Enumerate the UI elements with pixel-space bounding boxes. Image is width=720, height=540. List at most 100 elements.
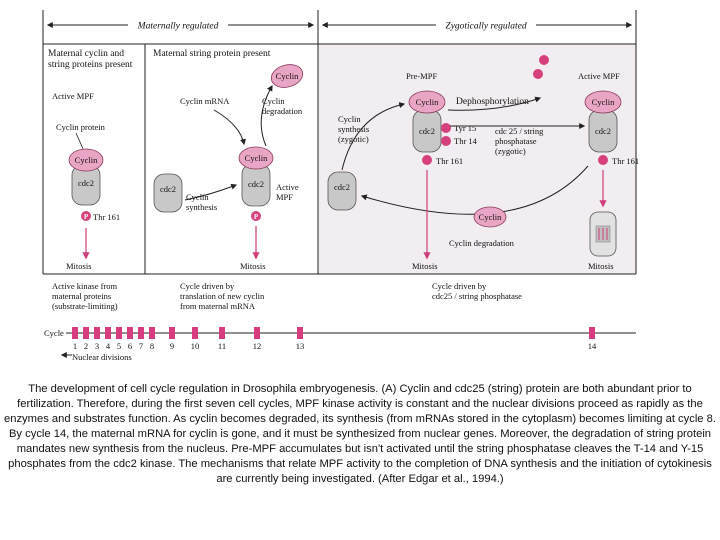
tyr15-label: Tyr 15	[454, 123, 476, 133]
svg-text:cdc2: cdc2	[334, 182, 350, 192]
cycle-number-11: 11	[218, 341, 226, 351]
cyclin-degrading-zygotic	[473, 206, 507, 228]
cycle-number-9: 9	[170, 341, 174, 351]
panel2-mitosis: Mitosis	[240, 261, 266, 271]
panel2-cyclin-mrna: Cyclin mRNA	[180, 96, 230, 106]
mitosis-left-zygotic: Mitosis	[412, 261, 438, 271]
svg-text:Cyclin: Cyclin	[479, 212, 502, 222]
cycle-tick-7	[138, 327, 144, 339]
svg-text:maternal proteins: maternal proteins	[52, 291, 111, 301]
released-phosphate	[533, 69, 543, 79]
svg-text:P: P	[254, 213, 259, 221]
svg-text:cdc2: cdc2	[248, 179, 264, 189]
cycle-tick-3	[94, 327, 100, 339]
cycle-tick-5	[116, 327, 122, 339]
cycle-number-3: 3	[95, 341, 99, 351]
cdc2-free	[153, 173, 183, 213]
panel2-active-mpf-2: MPF	[276, 192, 293, 202]
cycle-tick-12	[254, 327, 260, 339]
cycle-number-1: 1	[73, 341, 77, 351]
cyclin-degrading	[270, 64, 304, 88]
cycle-number-4: 4	[106, 341, 111, 351]
cdc25-line2: phosphatase	[495, 136, 537, 146]
active-mpf-right: Active MPF	[578, 71, 620, 81]
phosphate-tyr15	[441, 123, 451, 133]
header-maternal-label: Maternally regulated	[137, 22, 219, 32]
mitosis-right-zygotic: Mitosis	[588, 261, 614, 271]
panel-frame	[42, 10, 637, 275]
svg-text:cdc2: cdc2	[78, 178, 94, 188]
panel1-title-line1: Maternal cyclin and	[48, 49, 124, 59]
panel1-mitosis: Mitosis	[66, 261, 92, 271]
panel2-cyclin-synthesis-2: synthesis	[186, 202, 217, 212]
cdc25-line3: (zygotic)	[495, 146, 526, 156]
cycle-tick-8	[149, 327, 155, 339]
svg-text:cdc2: cdc2	[419, 126, 435, 136]
cyclin-synth-zygotic-3: (zygotic)	[338, 134, 369, 144]
cycle-label: Cycle	[44, 328, 64, 338]
svg-text:cdc2: cdc2	[160, 184, 176, 194]
cycle-tick-9	[169, 327, 175, 339]
thr161-right-label: Thr 161	[612, 156, 639, 166]
cycle-number-14: 14	[588, 341, 597, 351]
panel2-cyclin-degradation-2: degradation	[262, 106, 303, 116]
cycle-number-6: 6	[128, 341, 132, 351]
phosphate-group	[251, 211, 261, 221]
bottom-notes: Active kinase from maternal proteins (su…	[52, 281, 522, 311]
cycle-number-2: 2	[84, 341, 88, 351]
header-zygotic-label: Zygotically regulated	[445, 22, 526, 32]
cyclin-protein	[68, 148, 104, 172]
svg-text:translation of new cyclin: translation of new cyclin	[180, 291, 265, 301]
dividing-cell-icon	[589, 211, 617, 257]
released-phosphate	[539, 55, 549, 65]
svg-text:(substrate-limiting): (substrate-limiting)	[52, 301, 118, 311]
header-zygotic: Zygotically regulated	[321, 19, 633, 32]
nuclear-divisions-label: Nuclear divisions	[72, 352, 132, 362]
svg-text:Active kinase from: Active kinase from	[52, 281, 118, 291]
panel2-cyclin-degradation-1: Cyclin	[262, 96, 285, 106]
cycle-number-8: 8	[150, 341, 154, 351]
zygotic-region-background	[318, 44, 636, 274]
svg-text:Cycle driven by: Cycle driven by	[180, 281, 235, 291]
cycle-tick-1	[72, 327, 78, 339]
phosphate-thr161	[422, 155, 432, 165]
panel-maternal-string: Maternal string protein present Cyclin C…	[153, 49, 304, 271]
dephosphorylation-label: Dephosphorylation	[456, 97, 529, 107]
cdc2-free-zygotic	[327, 171, 357, 211]
phosphate-thr14	[441, 136, 451, 146]
phosphate-thr161-right	[598, 155, 608, 165]
cell-cycle-diagram: Maternally regulated Zygotically regulat…	[42, 10, 639, 362]
panel-zygotic: Pre-MPF cdc2 Cyclin Tyr 15 Thr 14 Thr 16…	[327, 55, 639, 271]
thr161-label: Thr 161	[436, 156, 463, 166]
figure-caption: The development of cell cycle regulation…	[4, 383, 716, 485]
cyclin-pre-mpf	[408, 90, 446, 114]
cyclin-synth-zygotic-2: synthesis	[338, 124, 369, 134]
cdc25-line1: cdc 25 / string	[495, 126, 544, 136]
thr14-label: Thr 14	[454, 136, 478, 146]
cycle-number-10: 10	[191, 341, 200, 351]
panel-maternal-proteins: Maternal cyclin and string proteins pres…	[48, 49, 133, 271]
cycle-tick-14	[589, 327, 595, 339]
phosphate-group	[81, 211, 91, 221]
svg-text:Cyclin: Cyclin	[416, 97, 439, 107]
header-maternal: Maternally regulated	[46, 19, 315, 32]
cycle-tick-13	[297, 327, 303, 339]
panel1-active-mpf: Active MPF	[52, 91, 94, 101]
panel2-active-mpf-1: Active	[276, 182, 299, 192]
panel2-cyclin-synthesis-1: Cyclin	[186, 192, 209, 202]
cyclin-active-right	[584, 90, 622, 114]
svg-text:Cyclin: Cyclin	[276, 71, 299, 81]
panel1-title-line2: string proteins present	[48, 60, 133, 70]
svg-text:Cyclin: Cyclin	[75, 155, 98, 165]
cycle-tick-11	[219, 327, 225, 339]
svg-text:P: P	[84, 213, 89, 221]
svg-text:Cyclin: Cyclin	[592, 97, 615, 107]
cycle-number-12: 12	[253, 341, 262, 351]
panel1-thr161: Thr 161	[93, 212, 120, 222]
svg-text:from maternal mRNA: from maternal mRNA	[180, 301, 256, 311]
svg-text:Cyclin: Cyclin	[245, 153, 268, 163]
pre-mpf-label: Pre-MPF	[406, 71, 437, 81]
cycle-number-7: 7	[139, 341, 143, 351]
panel1-cyclin-protein: Cyclin protein	[56, 122, 106, 132]
